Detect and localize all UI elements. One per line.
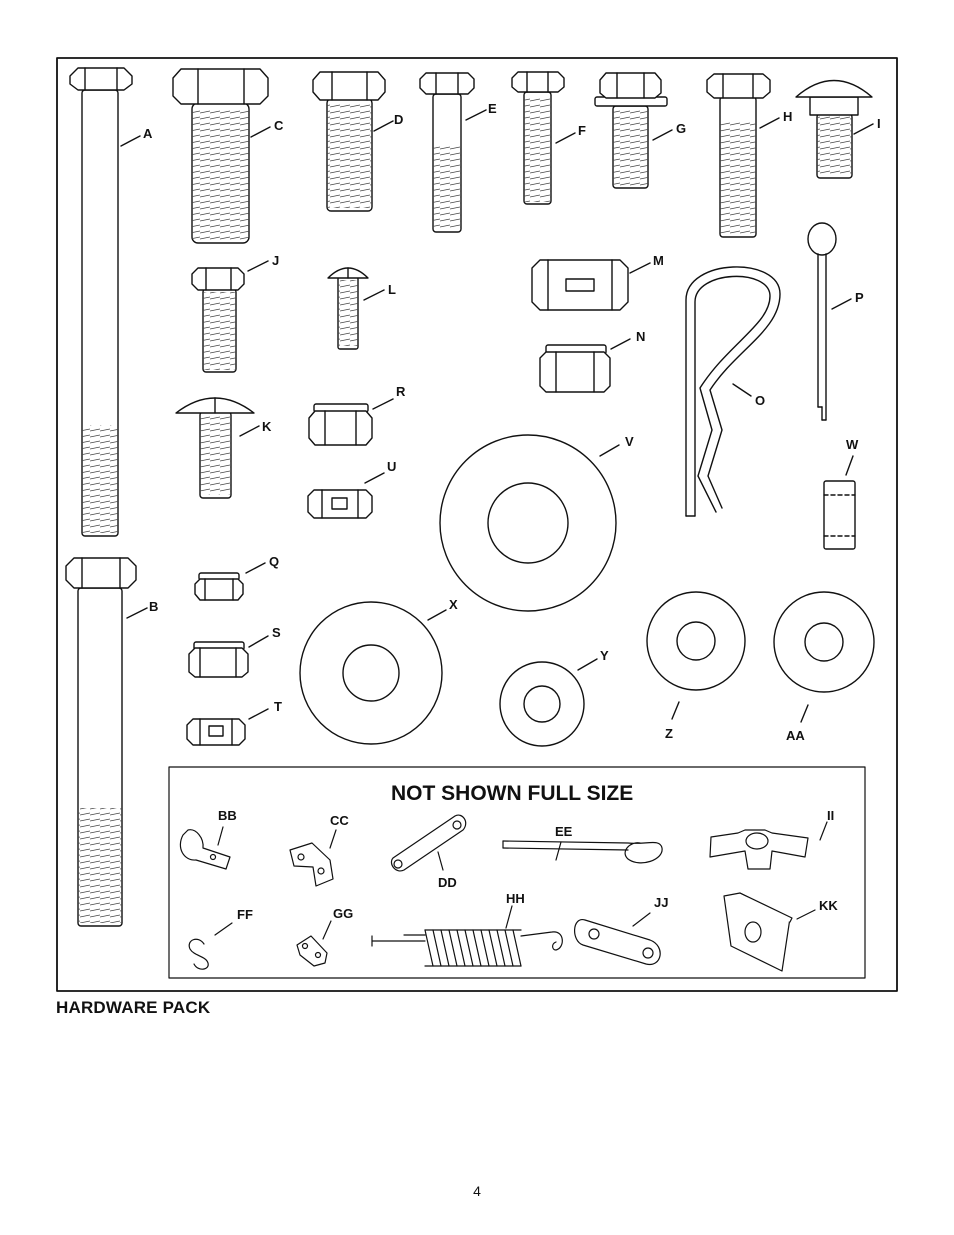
label-w: W [846, 437, 859, 452]
part-letters: A B C D E F G H I J K L M N O P Q R S T … [143, 101, 881, 922]
bolt-e [419, 72, 475, 233]
washer-x [299, 601, 443, 745]
label-t: T [274, 699, 282, 714]
label-r: R [396, 384, 406, 399]
nut-q [194, 572, 244, 601]
label-z: Z [665, 726, 673, 741]
label-o: O [755, 393, 765, 408]
nut-m [531, 259, 629, 311]
label-bb: BB [218, 808, 237, 823]
label-m: M [653, 253, 664, 268]
washer-z [646, 591, 746, 691]
inset-parts [179, 814, 828, 972]
spacer-w [823, 480, 856, 550]
label-n: N [636, 329, 645, 344]
label-l: L [388, 282, 396, 297]
page-number: 4 [473, 1183, 481, 1199]
nut-n [539, 344, 611, 393]
bolt-j [191, 267, 245, 373]
label-c: C [274, 118, 284, 133]
inset-title: NOT SHOWN FULL SIZE [391, 782, 633, 805]
leader-lines [120, 109, 874, 723]
label-p: P [855, 290, 864, 305]
label-q: Q [269, 554, 279, 569]
bolt-h [706, 73, 771, 238]
bolt-b [65, 557, 137, 927]
cotter-pin-p [807, 222, 837, 421]
outer-frame [56, 57, 898, 992]
label-a: A [143, 126, 153, 141]
label-v: V [625, 434, 634, 449]
label-gg: GG [333, 906, 353, 921]
label-ee: EE [555, 824, 573, 839]
label-e: E [488, 101, 497, 116]
label-i: I [877, 116, 881, 131]
washer-v [439, 434, 617, 612]
label-g: G [676, 121, 686, 136]
bolt-f [511, 71, 565, 205]
label-j: J [272, 253, 279, 268]
label-b: B [149, 599, 158, 614]
inset-box [168, 766, 866, 979]
label-y: Y [600, 648, 609, 663]
label-ff: FF [237, 907, 253, 922]
bolt-d [312, 71, 386, 212]
label-h: H [783, 109, 792, 124]
label-d: D [394, 112, 403, 127]
bolt-g [594, 72, 668, 189]
label-cc: CC [330, 813, 349, 828]
bolt-i [795, 79, 873, 179]
bolt-a [69, 67, 133, 537]
label-s: S [272, 625, 281, 640]
nut-s [188, 641, 249, 678]
label-x: X [449, 597, 458, 612]
nut-t [186, 718, 246, 746]
screw-l [327, 267, 369, 350]
nut-r [308, 403, 373, 446]
label-dd: DD [438, 875, 457, 890]
label-kk: KK [819, 898, 838, 913]
label-jj: JJ [654, 895, 668, 910]
bolt-c [172, 68, 269, 244]
label-f: F [578, 123, 586, 138]
label-hh: HH [506, 891, 525, 906]
hairpin-o [685, 266, 781, 517]
label-u: U [387, 459, 396, 474]
label-k: K [262, 419, 272, 434]
washer-y [499, 661, 585, 747]
screw-k [175, 397, 255, 499]
label-ii: II [827, 808, 834, 823]
washer-aa [773, 591, 875, 693]
label-aa: AA [786, 728, 805, 743]
figure-caption: HARDWARE PACK [56, 998, 211, 1017]
nut-u [307, 489, 373, 519]
